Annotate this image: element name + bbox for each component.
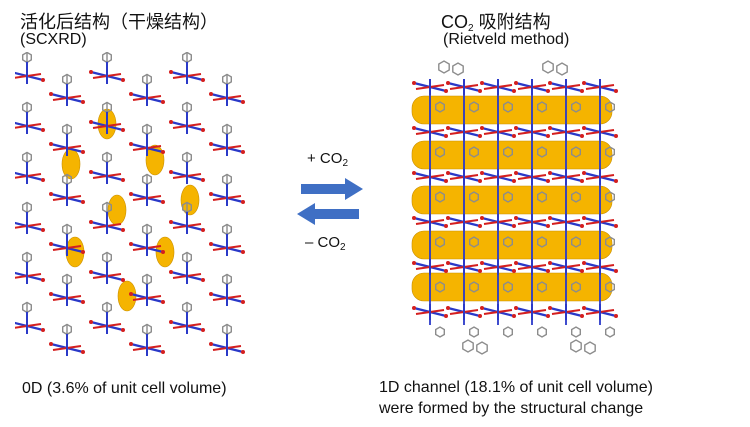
- adsorption-arrow-icon: [301, 178, 363, 200]
- dried-structure-illustration: [15, 52, 245, 356]
- right-structure-method: (Rietveld method): [443, 31, 570, 48]
- left-void-caption: 0D (3.6% of unit cell volume): [22, 380, 227, 397]
- right-channel-caption-line1: 1D channel (18.1% of unit cell volume): [379, 379, 653, 396]
- left-structure-method: (SCXRD): [20, 31, 87, 48]
- right-structure-title: CO2 吸附结构: [441, 12, 551, 34]
- left-structure-title: 活化后结构（干燥结构）: [20, 12, 218, 32]
- adsorption-label: + CO2: [307, 150, 348, 169]
- desorption-label: – CO2: [305, 234, 346, 253]
- right-channel-caption-line2: were formed by the structural change: [379, 400, 644, 417]
- desorption-arrow-icon: [297, 203, 359, 225]
- co2-adsorbed-structure-illustration: [411, 60, 618, 355]
